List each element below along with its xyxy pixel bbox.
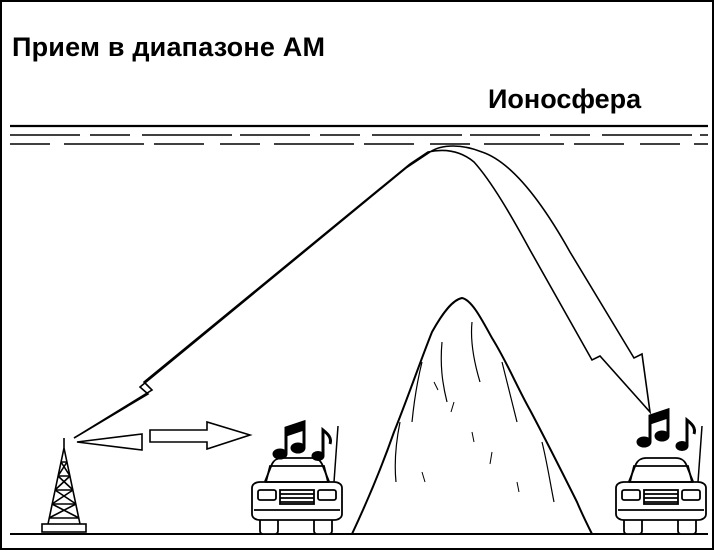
- ionosphere-layer: [10, 124, 708, 145]
- music-notes-icon: [272, 419, 332, 461]
- car-icon: [251, 425, 343, 535]
- signal-arrow-icon: [149, 420, 253, 451]
- mountain-icon: [350, 296, 594, 535]
- car-icon: [615, 425, 707, 535]
- diagram-title: Прием в диапазоне AM: [12, 32, 326, 62]
- sky-wave-signal: [73, 145, 652, 439]
- radio-tower-icon: [41, 438, 87, 533]
- signal-arrow-icon: [73, 145, 652, 439]
- music-notes-icon: [636, 407, 696, 451]
- ionosphere-label: Ионосфера: [488, 84, 642, 114]
- ground-wave-signal: [76, 420, 253, 451]
